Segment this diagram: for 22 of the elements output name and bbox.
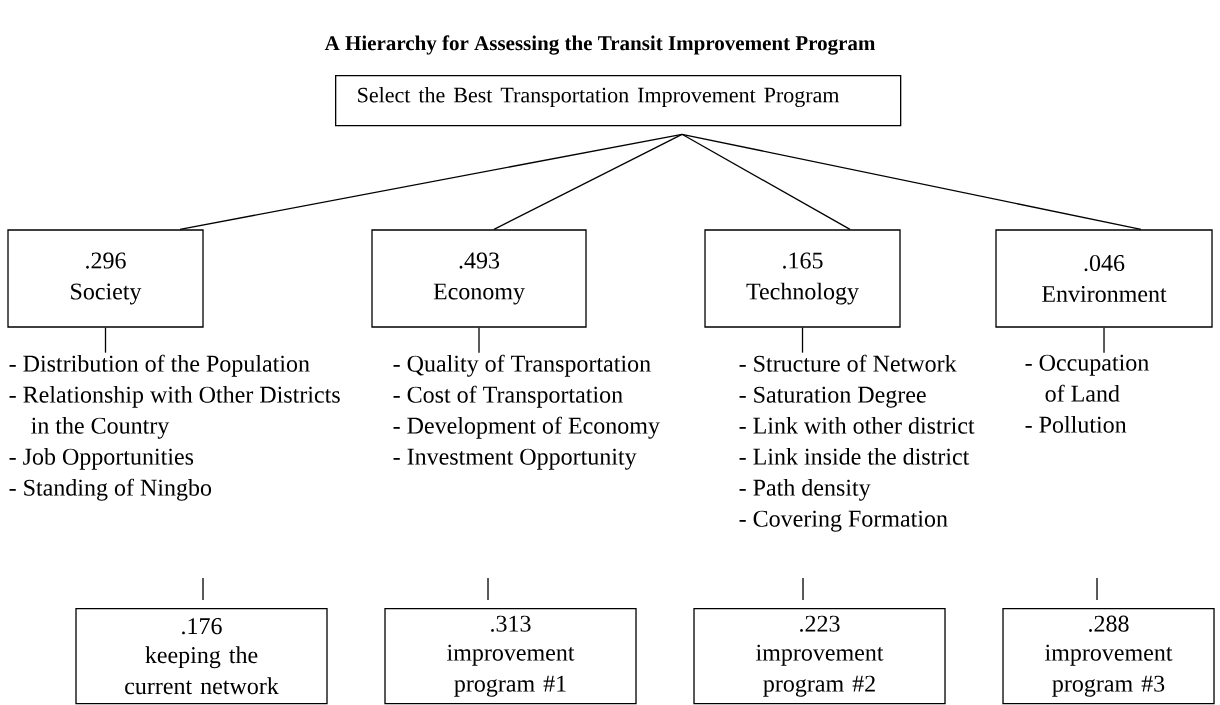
alternative-box: .288 improvement program #3 — [1002, 608, 1215, 705]
alternative-box: .176 keeping the current network — [75, 608, 328, 705]
criteria-list: - Distribution of the Population - Relationship with Other Districts in the Country - Job Opportunities - Standing of Ningbo — [9, 354, 340, 501]
criterion-box: .493 Economy — [371, 229, 587, 328]
connector-line — [801, 327, 804, 354]
criterion-box: .165 Technology — [704, 229, 901, 328]
criteria-list: - Quality of Transportation - Cost of Transportation - Development of Economy - Investment Opportunity — [393, 354, 660, 470]
connector-line — [478, 327, 480, 354]
alternative-box: .313 improvement program #1 — [384, 608, 637, 705]
title: A Hierarchy for Assessing the Transit Improvement Program — [324, 35, 876, 55]
connector-line — [681, 133, 1142, 230]
goal-box: Select the Best Transportation Improvement Program — [335, 75, 902, 127]
connector-line — [493, 133, 683, 230]
criteria-list: - Occupation of Land - Pollution — [1025, 354, 1149, 433]
connector-line — [681, 133, 851, 230]
connector-line — [1103, 327, 1105, 354]
criterion-box: .046 Environment — [995, 229, 1213, 328]
connector-line — [179, 133, 683, 230]
criteria-list: - Structure of Network - Saturation Degree - Link with other district - Link inside the district - Path density - Covering Formation — [739, 354, 975, 532]
connector-line — [104, 327, 107, 354]
alternative-box: .223 improvement program #2 — [693, 608, 946, 705]
criterion-box: .296 Society — [7, 229, 204, 328]
